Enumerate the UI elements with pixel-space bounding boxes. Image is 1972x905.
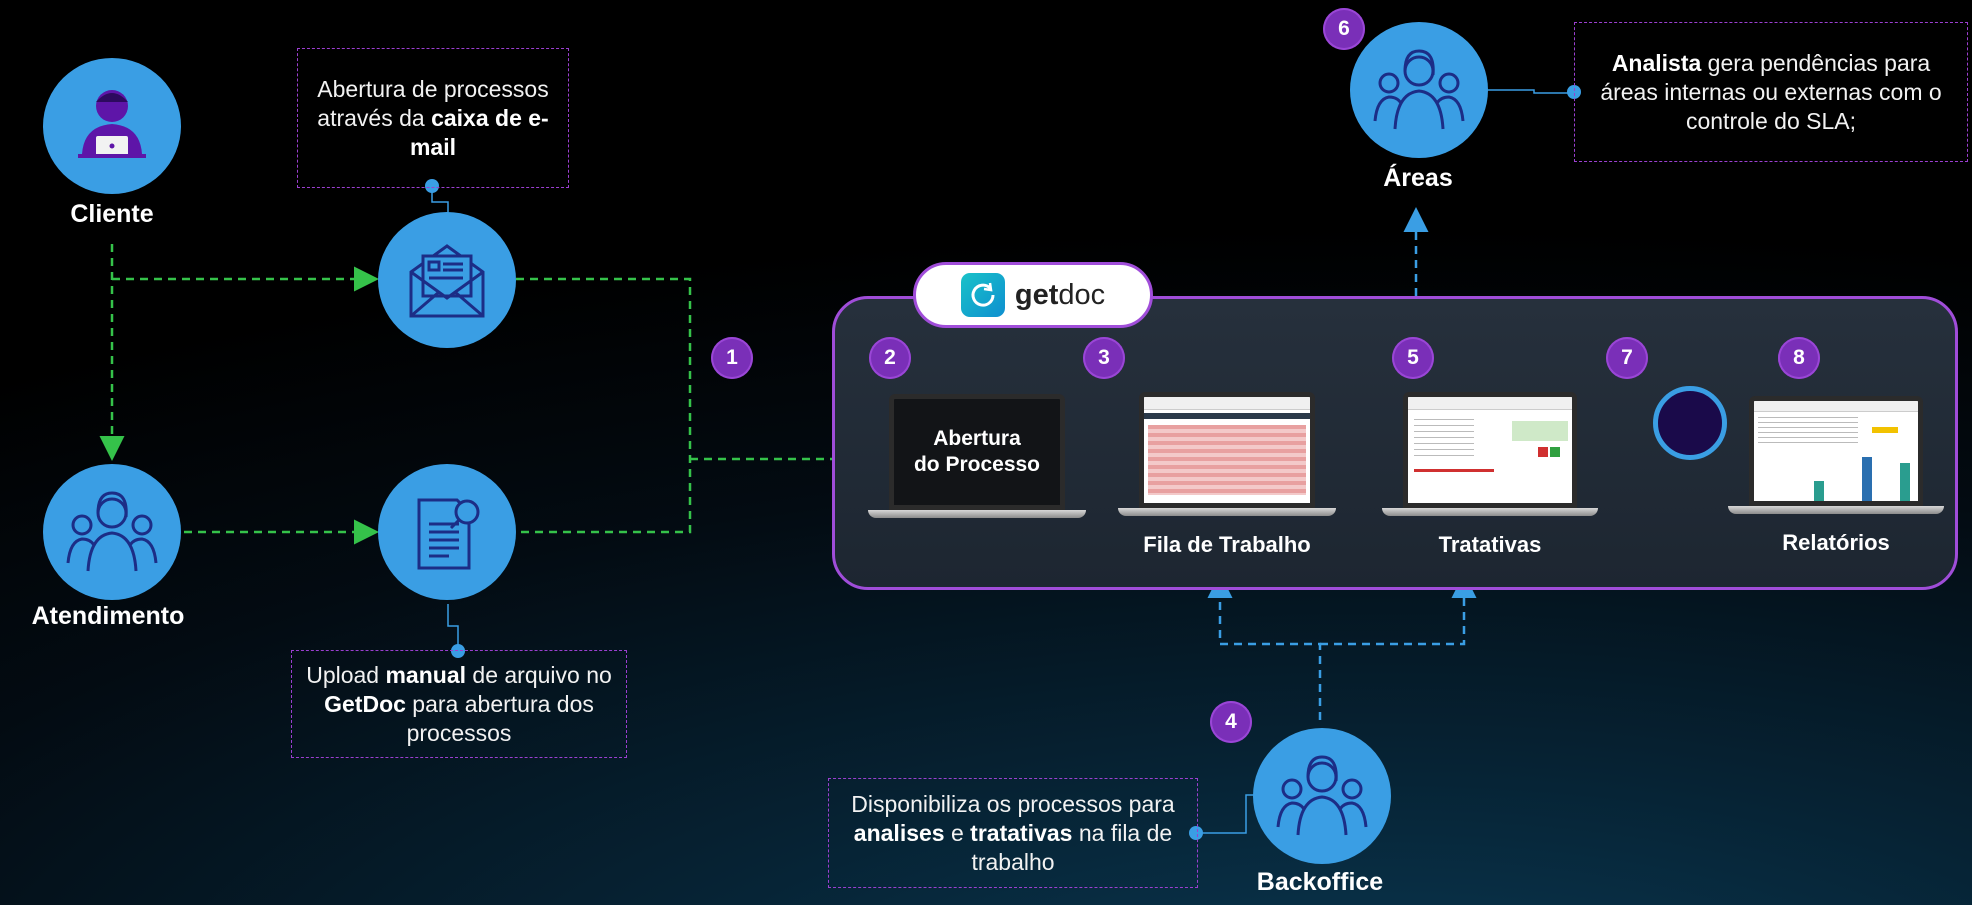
step-badge-1: 1 bbox=[711, 337, 753, 379]
flow-email-merge bbox=[516, 277, 692, 534]
fila-label: Fila de Trabalho bbox=[1143, 532, 1311, 557]
atendimento-label: Atendimento bbox=[31, 602, 185, 630]
cliente-node bbox=[43, 58, 181, 194]
step-badge-7: 7 bbox=[1606, 337, 1648, 379]
step7-node bbox=[1653, 386, 1727, 460]
email-note: Abertura de processos através da caixa d… bbox=[297, 48, 569, 188]
tratativas-label: Tratativas bbox=[1438, 532, 1542, 557]
areas-label: Áreas bbox=[1383, 164, 1453, 192]
document-search-icon bbox=[417, 498, 480, 570]
abertura-line1: Abertura bbox=[933, 427, 1021, 450]
analista-note: Analista gera pendências para áreas inte… bbox=[1574, 22, 1968, 162]
upload-note: Upload manual de arquivo no GetDoc para … bbox=[291, 650, 627, 758]
team-icon bbox=[66, 491, 158, 572]
getdoc-brand: getdoc bbox=[913, 262, 1153, 328]
step-badge-6: 6 bbox=[1323, 8, 1365, 50]
team-icon bbox=[1276, 755, 1368, 836]
upload-node bbox=[378, 464, 516, 600]
backoffice-label: Backoffice bbox=[1256, 868, 1384, 896]
envelope-icon bbox=[409, 244, 485, 318]
step-badge-2: 2 bbox=[869, 337, 911, 379]
flow-backoffice-tratativas bbox=[1320, 573, 1477, 646]
areas-node bbox=[1350, 22, 1488, 158]
step-badge-4: 4 bbox=[1210, 701, 1252, 743]
backoffice-note: Disponibiliza os processos para analises… bbox=[828, 778, 1198, 888]
step-badge-3: 3 bbox=[1083, 337, 1125, 379]
abertura-line2: do Processo bbox=[913, 453, 1041, 476]
atendimento-node bbox=[43, 464, 181, 600]
getdoc-logo-icon bbox=[960, 273, 1005, 317]
getdoc-wordmark: getdoc bbox=[1014, 278, 1106, 311]
step-badge-8: 8 bbox=[1778, 337, 1820, 379]
relatorios-label: Relatórios bbox=[1782, 530, 1890, 555]
user-laptop-icon bbox=[78, 90, 146, 158]
team-icon bbox=[1373, 49, 1465, 130]
backoffice-node bbox=[1253, 728, 1391, 864]
cliente-label: Cliente bbox=[70, 200, 154, 228]
step-badge-5: 5 bbox=[1392, 337, 1434, 379]
email-node bbox=[378, 212, 516, 348]
flow-backoffice-fila bbox=[1207, 573, 1322, 720]
